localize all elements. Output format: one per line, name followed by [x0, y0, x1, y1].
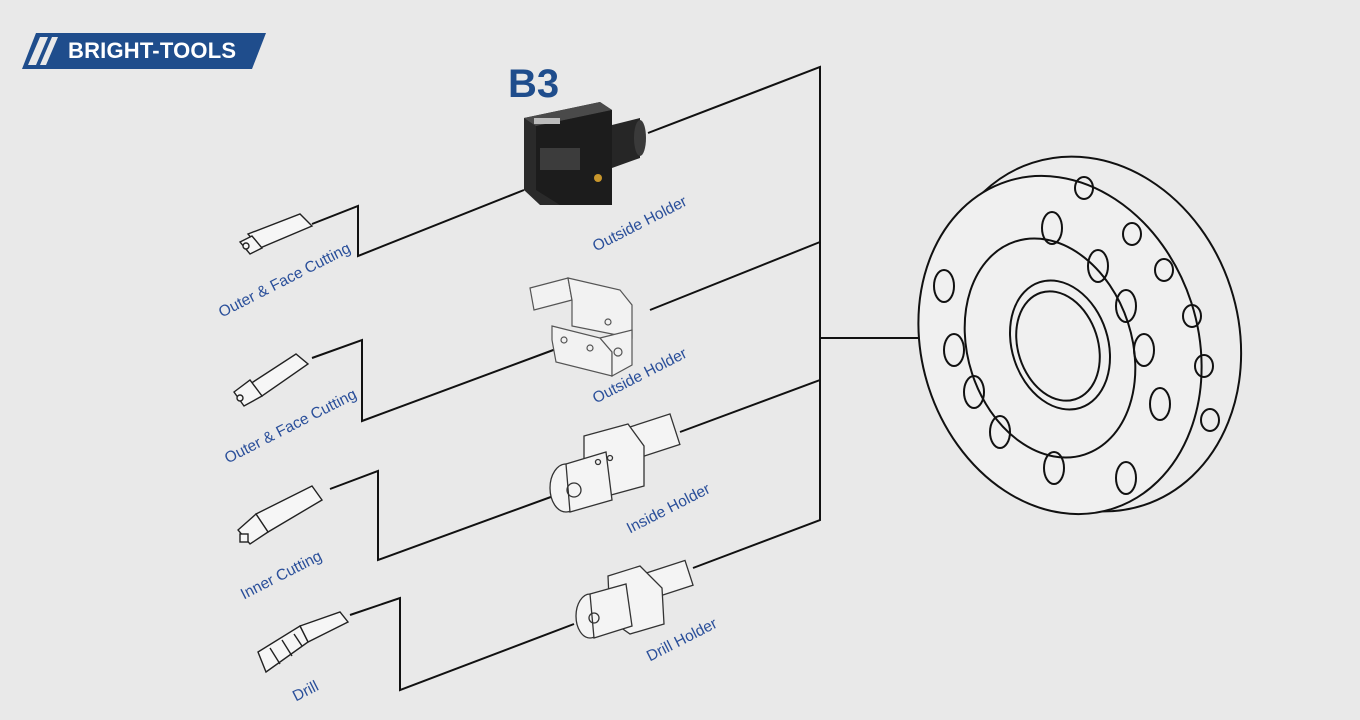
vdi-b3-outside-holder-photo-icon [524, 102, 646, 205]
vdi-b3-outside-holder-drawing-icon [529, 277, 633, 378]
holder-code-title: B3 [508, 62, 560, 106]
vdi-inside-holder-drawing-icon [549, 413, 681, 513]
brand-name: BRIGHT-TOOLS [68, 38, 237, 63]
turning-insert-tool-icon [238, 213, 314, 255]
twist-drill-icon [257, 611, 350, 674]
brand-logo-badge [22, 33, 266, 69]
vdi-drill-holder-drawing-icon [575, 559, 694, 639]
bus-line [647, 65, 821, 569]
vdi-turret-disc-icon [917, 155, 1243, 516]
boring-bar-icon [237, 485, 324, 545]
turning-insert-tool-icon [233, 353, 310, 407]
